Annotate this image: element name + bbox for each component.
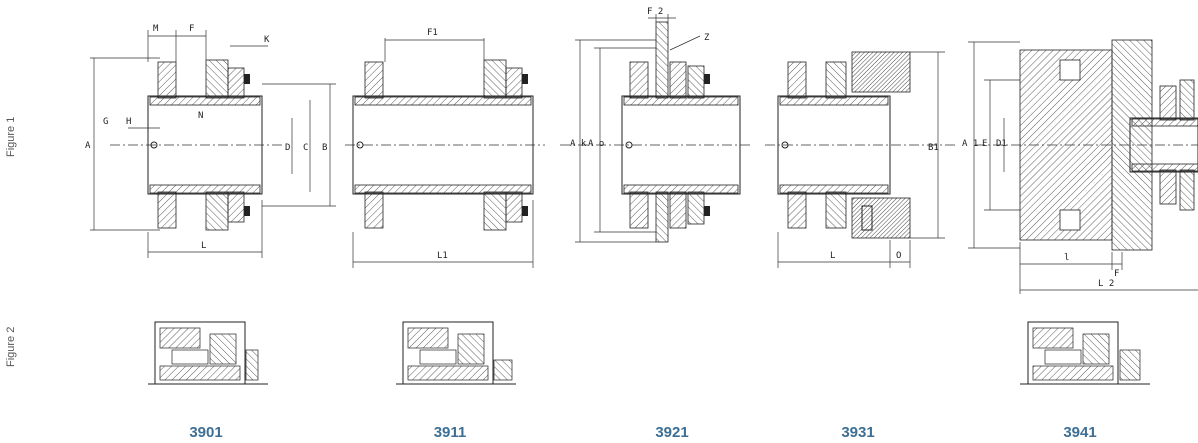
dim-label-b: B [322,143,327,153]
drawing-3941: A 1 E D1 l F L 2 [962,39,1198,294]
dim-label-b1: B1 [928,143,939,153]
drawing-3901: M F K A G H N D C B L [85,24,336,258]
dim-label-z: Z [704,33,710,43]
dim-label-g: G [103,117,108,127]
dim-label-l: L [201,241,206,251]
model-label-3941: 3941 [1063,424,1097,441]
detail-3901 [148,321,268,385]
dim-label-f-small: F [1114,269,1119,279]
dim-label-a: A [85,141,91,151]
model-label-3931: 3931 [841,424,875,441]
dim-label-f2: F 2 [647,7,663,17]
drawing-3931: B1 L O [765,51,955,268]
dim-label-a1: A 1 [962,139,978,149]
dim-label-d1: D1 [996,139,1007,149]
model-label-3901: 3901 [189,424,223,441]
dim-label-d: D [285,143,290,153]
model-label-3921: 3921 [655,424,689,441]
dim-label-n: N [198,111,203,121]
dim-label-o: O [896,251,901,261]
detail-3911 [396,321,516,385]
drawing-3921: F 2 Z A k A o [560,7,750,243]
dim-label-k: K [264,35,270,45]
dim-label-f: F [189,24,194,34]
drawing-3911: F1 L1 [345,28,545,268]
dim-label-e: E [982,139,987,149]
dim-label-ak: A k [570,139,587,149]
dim-label-ao: A o [588,139,604,149]
dim-label-l2: L 2 [1098,279,1114,289]
dim-label-h: H [126,117,131,127]
model-label-3911: 3911 [433,424,467,441]
dim-label-m: M [153,24,159,34]
dim-label-c: C [303,143,308,153]
dim-label-l-small: l [1064,253,1069,263]
dim-label-l1: L1 [437,251,448,261]
detail-3941 [1020,321,1150,385]
dim-label-f1: F1 [427,28,438,38]
dim-label-l-3931: L [830,251,835,261]
